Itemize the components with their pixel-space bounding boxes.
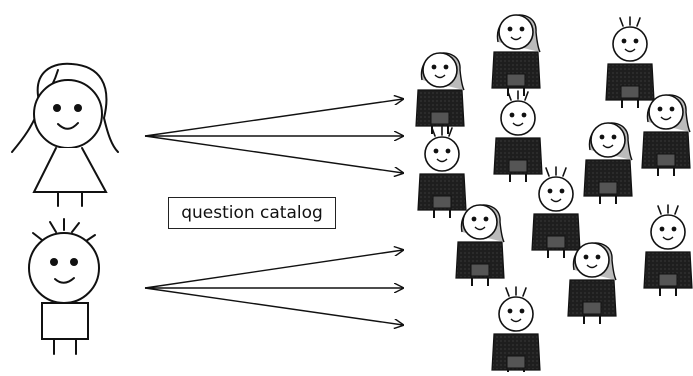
crowd-person: [641, 94, 691, 176]
crowd-person: [491, 14, 541, 96]
question-catalog-text: question catalog: [181, 203, 323, 223]
crowd-person: [455, 204, 505, 286]
girl-interviewer: [11, 62, 119, 207]
arrow-boy-3: [144, 287, 403, 325]
arrow-girl-1: [144, 99, 403, 137]
arrow-girl-3: [144, 135, 403, 173]
crowd-person: [493, 90, 543, 182]
crowd-person: [583, 122, 633, 204]
crowd-person: [567, 242, 617, 324]
crowd-person: [417, 126, 467, 218]
boy-arrows: [144, 250, 403, 325]
boy-interviewer: [28, 218, 100, 355]
crowd-person: [605, 16, 655, 108]
question-catalog-label: question catalog: [168, 197, 336, 229]
crowd-person: [643, 204, 693, 296]
respondent-crowd: [415, 14, 693, 376]
crowd-person: [491, 286, 541, 376]
crowd-person: [415, 52, 465, 134]
girl-arrows: [144, 99, 403, 173]
crowd-person: [531, 166, 581, 258]
arrow-boy-1: [144, 250, 403, 289]
